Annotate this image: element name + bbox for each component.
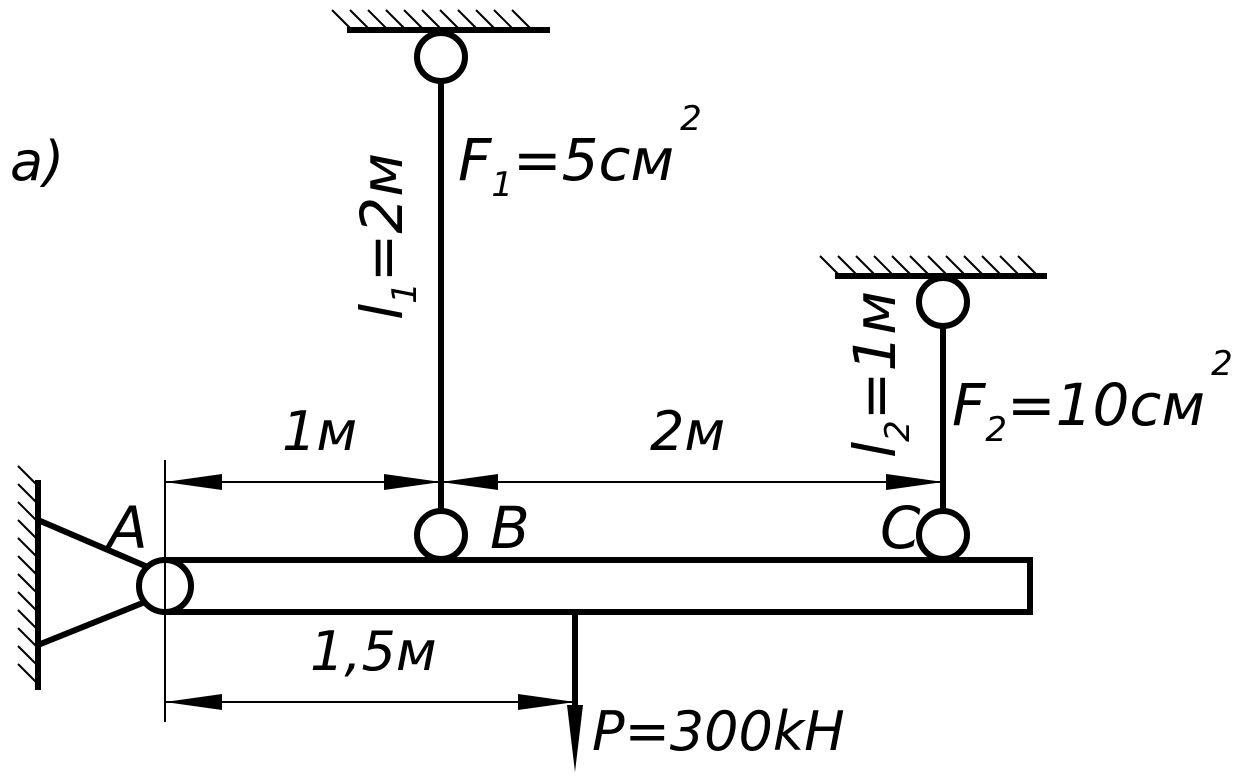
svg-text:l1=2м: l1=2м xyxy=(348,153,425,320)
hatch-stroke xyxy=(457,9,479,31)
hatch-stroke xyxy=(17,609,39,631)
hatch-stroke xyxy=(17,591,39,613)
hatch-stroke xyxy=(17,627,39,649)
hatch-stroke xyxy=(17,573,39,595)
hatch-stroke xyxy=(493,9,515,31)
left-wall-support xyxy=(17,465,152,690)
load-arrow xyxy=(567,612,583,772)
point-label-c: C xyxy=(880,494,921,562)
hatch-stroke xyxy=(873,255,895,277)
hinge-top-b xyxy=(414,30,468,84)
hatch-stroke xyxy=(909,255,931,277)
hatch-stroke xyxy=(17,501,39,523)
point-label-a: A xyxy=(104,494,148,562)
hatch-stroke xyxy=(17,537,39,559)
hatch-stroke xyxy=(999,255,1021,277)
hatch-stroke xyxy=(927,255,949,277)
panel-label: a) xyxy=(10,130,64,193)
hinge-top-c xyxy=(916,275,970,329)
hinge-b xyxy=(414,508,468,562)
dimension-label-a-to-load: 1,5м xyxy=(310,620,437,683)
dimension-label-ab: 1м xyxy=(282,400,357,463)
point-label-b: B xyxy=(490,494,530,562)
svg-text:l2=1м: l2=1м xyxy=(841,291,918,458)
hatch-stroke xyxy=(17,519,39,541)
rigid-beam xyxy=(162,557,1033,615)
hatch-stroke xyxy=(511,9,533,31)
hatch-stroke xyxy=(981,255,1003,277)
dimension-ab xyxy=(165,474,441,490)
ceiling-support-c xyxy=(819,255,1047,279)
hatch-stroke xyxy=(403,9,425,31)
rod-2-area-label: F2=10см2 xyxy=(952,344,1233,450)
dimension-bc xyxy=(441,474,943,490)
rod-1-length-label: l1=2м xyxy=(348,153,425,320)
hatch-stroke xyxy=(837,255,859,277)
hinge-c xyxy=(916,508,970,562)
hatch-stroke xyxy=(421,9,443,31)
hatch-stroke xyxy=(475,9,497,31)
hatch-stroke xyxy=(945,255,967,277)
hatch-stroke xyxy=(385,9,407,31)
hatch-stroke xyxy=(331,9,353,31)
load-label: P=300kH xyxy=(592,700,845,763)
hatch-stroke xyxy=(855,255,877,277)
hatch-stroke xyxy=(17,663,39,685)
dimension-a-to-load xyxy=(165,694,575,710)
hatch-stroke xyxy=(1017,255,1039,277)
dimension-label-bc: 2м xyxy=(650,400,725,463)
hatch-stroke xyxy=(17,483,39,505)
hatch-stroke xyxy=(17,555,39,577)
hatch-stroke xyxy=(963,255,985,277)
hatch-stroke xyxy=(367,9,389,31)
svg-text:F1=5см2: F1=5см2 xyxy=(458,99,702,205)
hatch-stroke xyxy=(819,255,841,277)
rod-2-length-label: l2=1м xyxy=(841,291,918,458)
hatch-stroke xyxy=(17,465,39,487)
hatch-stroke xyxy=(439,9,461,31)
rod-1-area-label: F1=5см2 xyxy=(458,99,702,205)
hatch-stroke xyxy=(349,9,371,31)
hatch-stroke xyxy=(17,645,39,667)
hatch-stroke xyxy=(891,255,913,277)
svg-text:F2=10см2: F2=10см2 xyxy=(952,344,1233,450)
ceiling-support-b xyxy=(331,9,550,33)
